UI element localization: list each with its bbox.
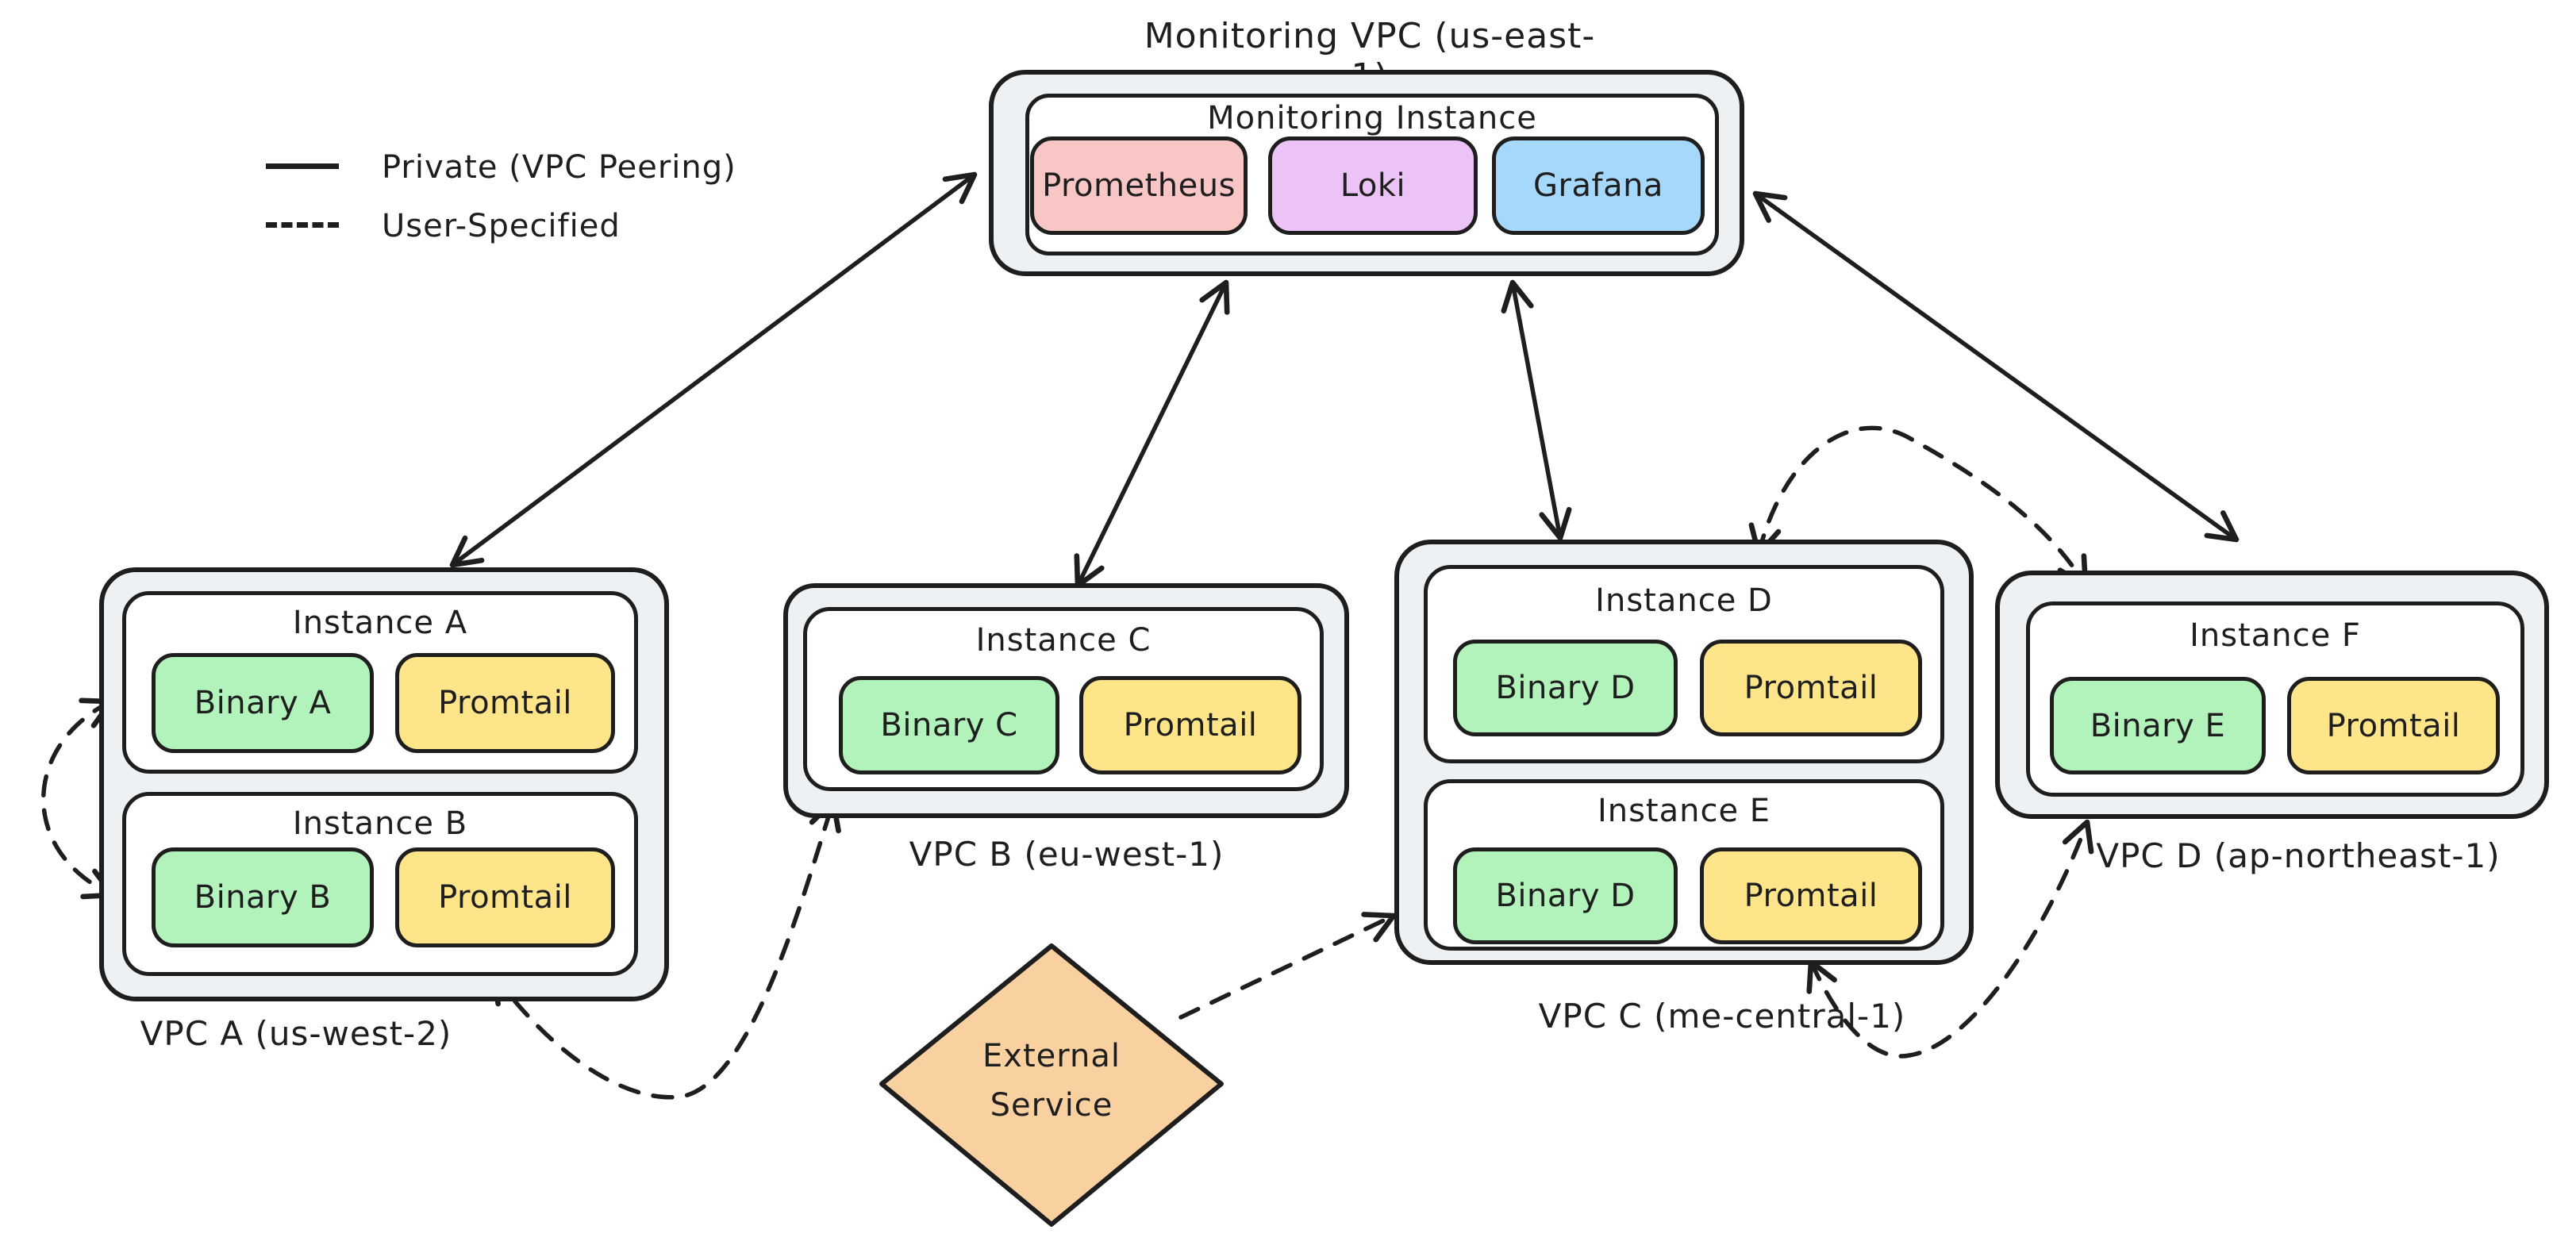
promtail-d-chip: Promtail (1700, 640, 1922, 736)
legend-solid-line-sample (266, 163, 339, 169)
binary-f-label: Binary E (2090, 707, 2226, 744)
binary-d-label: Binary D (1495, 670, 1636, 706)
promtail-c-chip: Promtail (1079, 676, 1301, 774)
promtail-d-label: Promtail (1744, 670, 1878, 706)
prometheus-chip: Prometheus (1030, 136, 1248, 235)
promtail-a-chip: Promtail (395, 653, 615, 753)
edge-monitoring-vpc-c (1501, 279, 1572, 541)
instance-d-label: Instance D (1595, 582, 1773, 619)
vpc-c-label: VPC C (me-central-1) (1538, 997, 1906, 1036)
edge-monitoring-vpc-b (1074, 279, 1230, 589)
vpc-d-label: VPC D (ap-northeast-1) (2096, 836, 2501, 875)
binary-c-label: Binary C (880, 707, 1018, 744)
instance-b-label: Instance B (292, 805, 468, 842)
external-service-label-line2: Service (990, 1087, 1113, 1124)
binary-b-label: Binary B (194, 879, 332, 916)
binary-c-chip: Binary C (839, 676, 1059, 774)
promtail-a-label: Promtail (438, 685, 572, 721)
prometheus-label: Prometheus (1042, 167, 1236, 204)
promtail-b-chip: Promtail (395, 847, 615, 947)
instance-e-label: Instance E (1597, 793, 1771, 829)
edge-monitoring-vpc-d (1752, 190, 2240, 543)
loki-label: Loki (1340, 167, 1406, 204)
instance-a-label: Instance A (292, 605, 468, 641)
legend-private-label: Private (VPC Peering) (382, 149, 736, 186)
legend-user-specified-label: User-Specified (382, 208, 621, 244)
instance-c-label: Instance C (975, 622, 1152, 659)
monitoring-instance-label: Monitoring Instance (1207, 100, 1537, 136)
promtail-b-label: Promtail (438, 879, 572, 916)
binary-e-instance-label: Binary D (1495, 878, 1636, 914)
promtail-e-label: Promtail (1744, 878, 1878, 914)
promtail-f-label: Promtail (2326, 707, 2461, 744)
binary-a-label: Binary A (194, 685, 332, 721)
grafana-label: Grafana (1533, 167, 1663, 204)
external-service-label-line1: External (982, 1038, 1121, 1074)
instance-f-label: Instance F (2190, 617, 2361, 654)
binary-a-chip: Binary A (152, 653, 374, 753)
legend-dashed-line-sample (266, 222, 339, 228)
promtail-e-chip: Promtail (1700, 847, 1922, 944)
edge-external-instance-e (1178, 912, 1397, 1020)
promtail-f-chip: Promtail (2287, 677, 2500, 774)
binary-b-chip: Binary B (152, 847, 374, 947)
vpc-b-label: VPC B (eu-west-1) (909, 835, 1225, 874)
binary-f-chip: Binary E (2050, 677, 2266, 774)
promtail-c-label: Promtail (1123, 707, 1258, 744)
vpc-a-label: VPC A (us-west-2) (140, 1014, 452, 1053)
loki-chip: Loki (1268, 136, 1478, 235)
grafana-chip: Grafana (1492, 136, 1705, 235)
binary-e-instance-chip: Binary D (1453, 847, 1678, 944)
binary-d-chip: Binary D (1453, 640, 1678, 736)
external-service-label: External Service (893, 1032, 1210, 1130)
